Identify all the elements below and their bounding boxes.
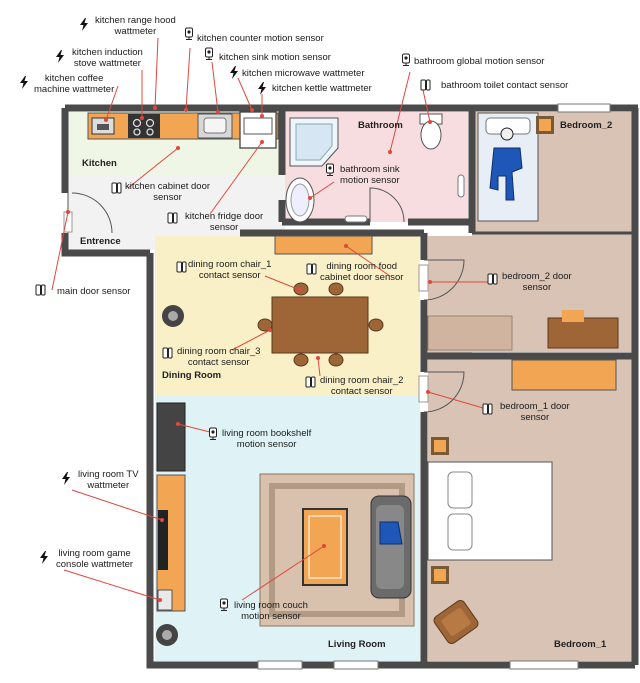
label-kitchen-kettle-wattmeter: kitchen kettle wattmeter xyxy=(272,83,372,94)
room-name-bedroom-1: Bedroom_1 xyxy=(554,639,607,650)
label-kitchen-range-hood-wattmeter: kitchen range hood wattmeter xyxy=(95,15,176,37)
label-kitchen-microwave-wattmeter: kitchen microwave wattmeter xyxy=(242,68,365,79)
label-living-room-tv-wattmeter: living room TV wattmeter xyxy=(78,469,139,491)
label-bedroom-1-door-sensor: bedroom_1 door sensor xyxy=(500,401,570,423)
room-name-kitchen: Kitchen xyxy=(82,158,117,169)
bookshelf xyxy=(156,402,186,472)
robot-vacuum-icon xyxy=(162,305,184,327)
room-name-entrence: Entrence xyxy=(80,236,121,247)
induction-stove xyxy=(128,114,160,138)
label-bathroom-sink-motion-sensor: bathroom sink motion sensor xyxy=(340,164,400,186)
label-bedroom-2-door-sensor: bedroom_2 door sensor xyxy=(502,271,572,293)
dining-table xyxy=(271,296,369,354)
label-kitchen-fridge-door-sensor: kitchen fridge door sensor xyxy=(185,211,264,233)
label-dining-room-chair-1-contact-sensor: dining room chair_1 contact sensor xyxy=(188,259,272,281)
label-kitchen-coffee-machine-wattmeter: kitchen coffee machine wattmeter xyxy=(34,73,115,95)
leader-lines xyxy=(51,37,496,601)
label-living-room-game-console-wattmeter: living room game console wattmeter xyxy=(56,548,134,570)
label-kitchen-induction-stove-wattmeter: kitchen induction stove wattmeter xyxy=(72,47,143,69)
robot-vacuum-icon xyxy=(156,624,178,646)
room-name-bathroom: Bathroom xyxy=(358,120,403,131)
label-bathroom-toilet-contact-sensor: bathroom toilet contact sensor xyxy=(441,80,569,91)
label-dining-room-chair-2-contact-sensor: dining room chair_2 contact sensor xyxy=(320,375,404,397)
room-name-dining-room: Dining Room xyxy=(162,370,222,381)
room-name-bedroom-2: Bedroom_2 xyxy=(560,120,613,131)
label-living-room-couch-motion-sensor: living room couch motion sensor xyxy=(234,600,308,622)
person-sitting-icon xyxy=(379,521,403,545)
label-bathroom-global-motion-sensor: bathroom global motion sensor xyxy=(414,56,545,67)
label-kitchen-sink-motion-sensor: kitchen sink motion sensor xyxy=(219,52,331,63)
label-kitchen-counter-motion-sensor: kitchen counter motion sensor xyxy=(197,33,324,44)
label-dining-room-food-cabinet-door-sensor: dining room food cabinet door sensor xyxy=(320,261,404,283)
label-kitchen-cabinet-door-sensor: kitchen cabinet door sensor xyxy=(125,181,211,203)
label-dining-room-chair-3-contact-sensor: dining room chair_3 contact sensor xyxy=(177,346,261,368)
person-sleeping-icon xyxy=(489,127,523,201)
bed-1 xyxy=(427,461,553,561)
label-main-door-sensor: main door sensor xyxy=(57,286,131,297)
label-living-room-bookshelf-motion-sensor: living room bookshelf motion sensor xyxy=(222,428,312,450)
room-name-living-room: Living Room xyxy=(328,639,386,650)
tv xyxy=(158,510,168,570)
food-cabinet xyxy=(274,235,373,255)
